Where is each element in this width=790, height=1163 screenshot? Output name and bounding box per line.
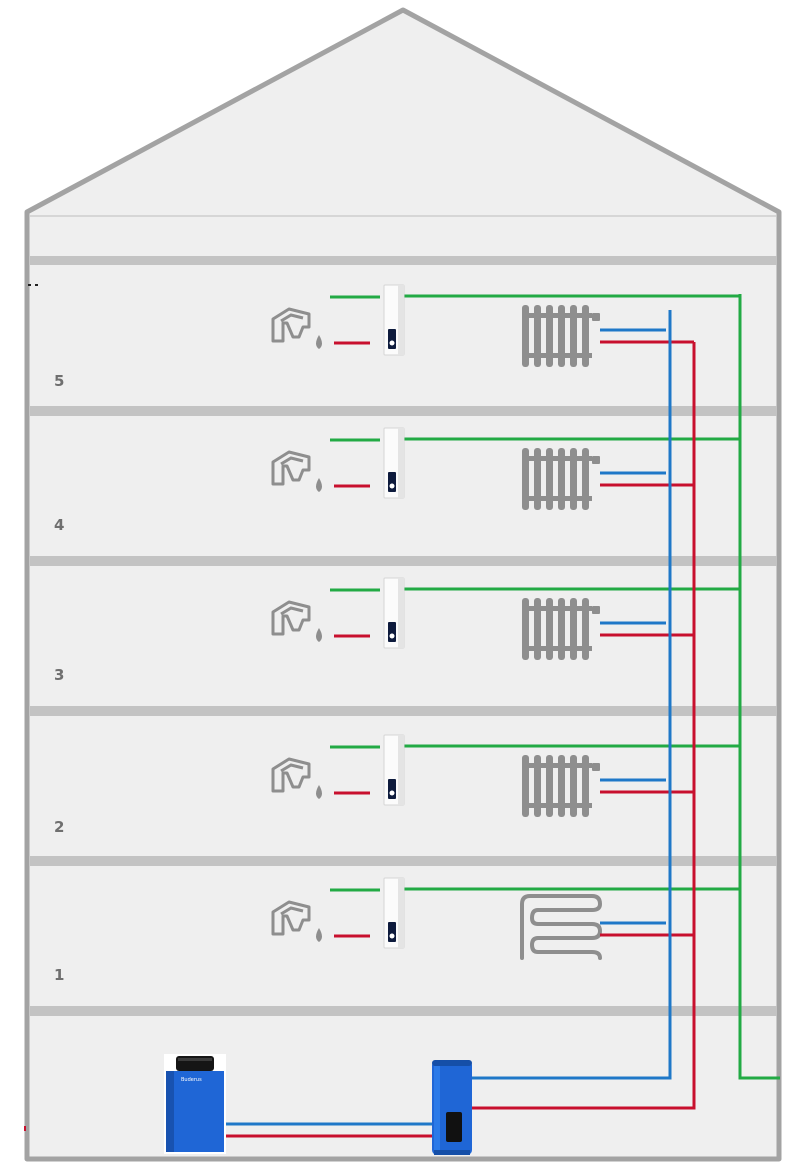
floor-label-3: 3 xyxy=(54,666,64,684)
tap-icon xyxy=(271,600,322,642)
green-riser-pipe xyxy=(738,294,780,1080)
floor-slab xyxy=(30,556,777,566)
floor-3 xyxy=(271,577,740,660)
floor-4 xyxy=(271,427,740,510)
instant-water-heater-icon xyxy=(383,427,405,499)
boiler-brand: Buderus xyxy=(181,1077,202,1083)
instant-water-heater-icon xyxy=(383,877,405,949)
floor-slab xyxy=(30,856,777,866)
floor-slabs xyxy=(30,256,777,1016)
radiator-icon xyxy=(522,755,600,817)
floor-1 xyxy=(271,877,740,960)
stray-marks xyxy=(24,284,38,1131)
basement-pipes xyxy=(226,1122,432,1138)
floor-2 xyxy=(271,734,740,817)
floor-slab xyxy=(30,256,777,265)
red-riser-pipe xyxy=(470,342,696,1110)
radiator-icon xyxy=(522,448,600,510)
tap-icon xyxy=(271,900,322,942)
floors-layer xyxy=(271,284,740,960)
floor-slab xyxy=(30,406,777,416)
instant-water-heater-icon xyxy=(383,734,405,806)
tap-icon xyxy=(271,757,322,799)
floor-label-4: 4 xyxy=(54,516,64,534)
floor-slab xyxy=(30,706,777,716)
storage-tank-icon xyxy=(432,1060,472,1155)
floor-slab xyxy=(30,1006,777,1016)
instant-water-heater-icon xyxy=(383,577,405,649)
boiler-icon: Buderus xyxy=(164,1054,226,1154)
risers xyxy=(470,294,780,1110)
floor-label-1: 1 xyxy=(54,966,64,984)
radiator-icon xyxy=(522,598,600,660)
radiator-icon xyxy=(522,305,600,367)
floor-5 xyxy=(271,284,740,367)
floor-label-2: 2 xyxy=(54,818,64,836)
floor-heating-coil-icon xyxy=(520,894,602,960)
blue-riser-pipe xyxy=(470,310,672,1080)
tap-icon xyxy=(271,307,322,349)
floor-label-5: 5 xyxy=(54,372,64,390)
instant-water-heater-icon xyxy=(383,284,405,356)
tap-icon xyxy=(271,450,322,492)
